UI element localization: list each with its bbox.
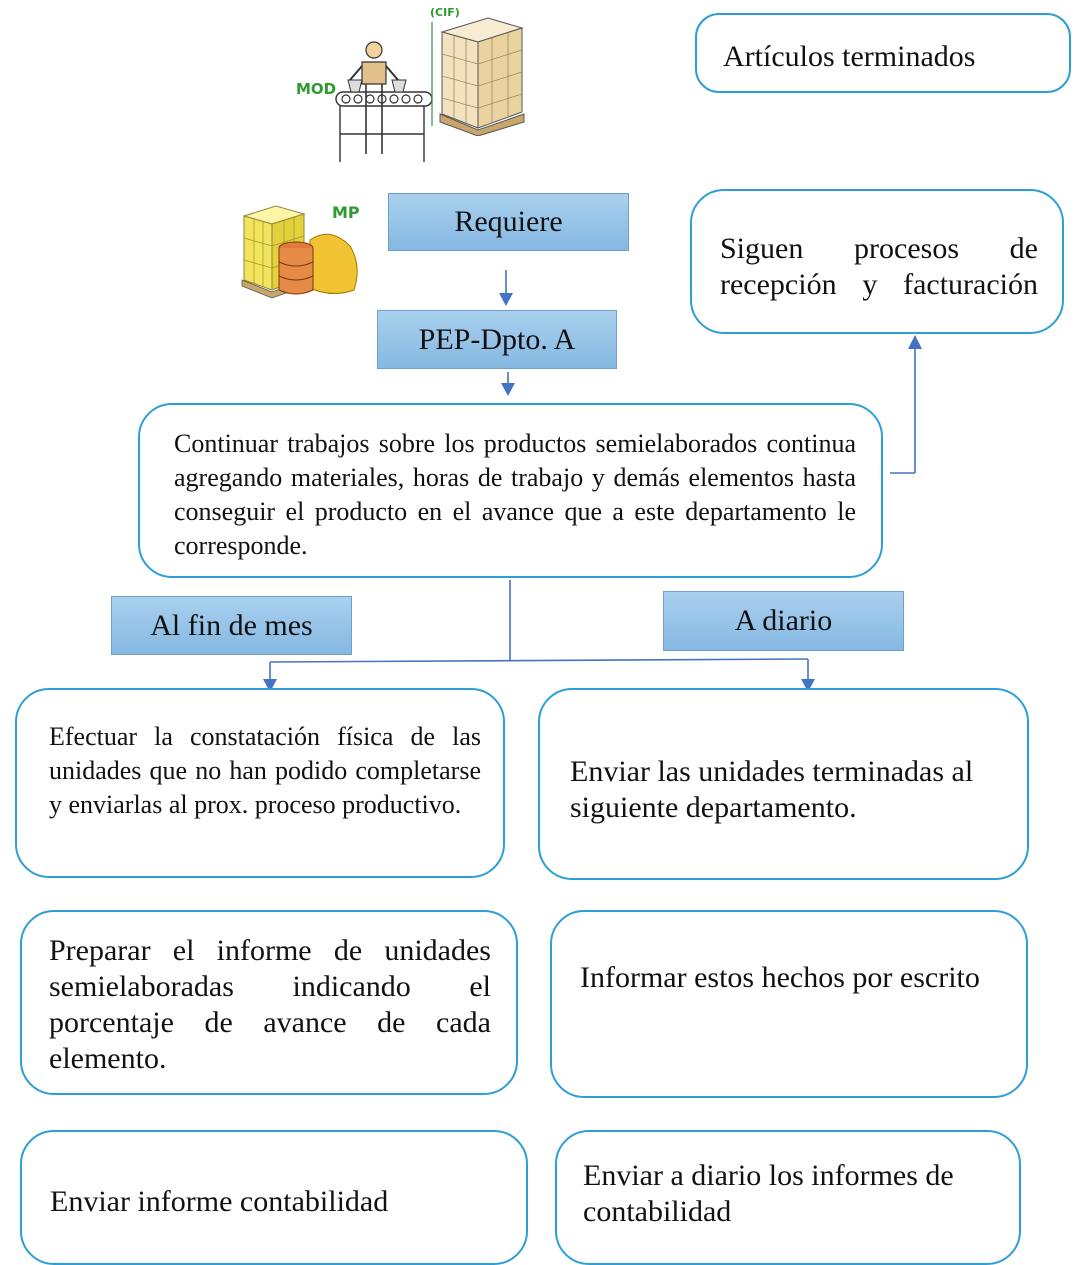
pep-dpto-a-label-text: PEP-Dpto. A [418, 322, 576, 356]
a-diario-label-text: A diario [734, 604, 833, 637]
pep-dpto-a-label: PEP-Dpto. A [377, 310, 617, 369]
preparar-informe-text: Preparar el informe de unidades semielab… [49, 934, 491, 1075]
enviar-informe-text: Enviar informe contabilidad [50, 1185, 389, 1218]
preparar-informe-box: Preparar el informe de unidades semielab… [20, 910, 518, 1095]
continuar-trabajos-text: Continuar trabajos sobre los productos s… [174, 429, 856, 560]
articulos-terminados-box: Artículos terminados [695, 13, 1071, 93]
mod-label: MOD [296, 80, 336, 98]
informar-hechos-text: Informar estos hechos por escrito [580, 961, 980, 994]
pallet-illustration: (CIF) [428, 2, 528, 137]
materials-illustration: MP [240, 198, 366, 302]
siguen-procesos-box: Siguen procesos de recepción y facturaci… [690, 189, 1064, 334]
efectuar-constatacion-box: Efectuar la constatación física de las u… [15, 688, 505, 878]
enviar-informe-box: Enviar informe contabilidad [20, 1130, 528, 1265]
siguen-procesos-text: Siguen procesos de recepción y facturaci… [720, 232, 1038, 301]
informar-hechos-box: Informar estos hechos por escrito [550, 910, 1028, 1098]
requiere-label: Requiere [388, 193, 629, 251]
enviar-unidades-box: Enviar las unidades terminadas al siguie… [538, 688, 1029, 880]
cif-label: (CIF) [430, 6, 460, 19]
worker-illustration: MOD [296, 36, 436, 164]
articulos-terminados-text: Artículos terminados [723, 40, 976, 73]
al-fin-de-mes-label-text: Al fin de mes [150, 608, 313, 642]
a-diario-label: A diario [663, 591, 904, 651]
requiere-label-text: Requiere [454, 205, 563, 238]
mp-label: MP [332, 203, 360, 222]
enviar-unidades-text: Enviar las unidades terminadas al siguie… [570, 755, 974, 824]
continuar-trabajos-box: Continuar trabajos sobre los productos s… [138, 403, 883, 578]
enviar-diario-text: Enviar a diario los informes de contabil… [583, 1159, 954, 1228]
al-fin-de-mes-label: Al fin de mes [111, 596, 352, 655]
enviar-diario-box: Enviar a diario los informes de contabil… [555, 1130, 1021, 1265]
efectuar-constatacion-text: Efectuar la constatación física de las u… [49, 722, 481, 819]
